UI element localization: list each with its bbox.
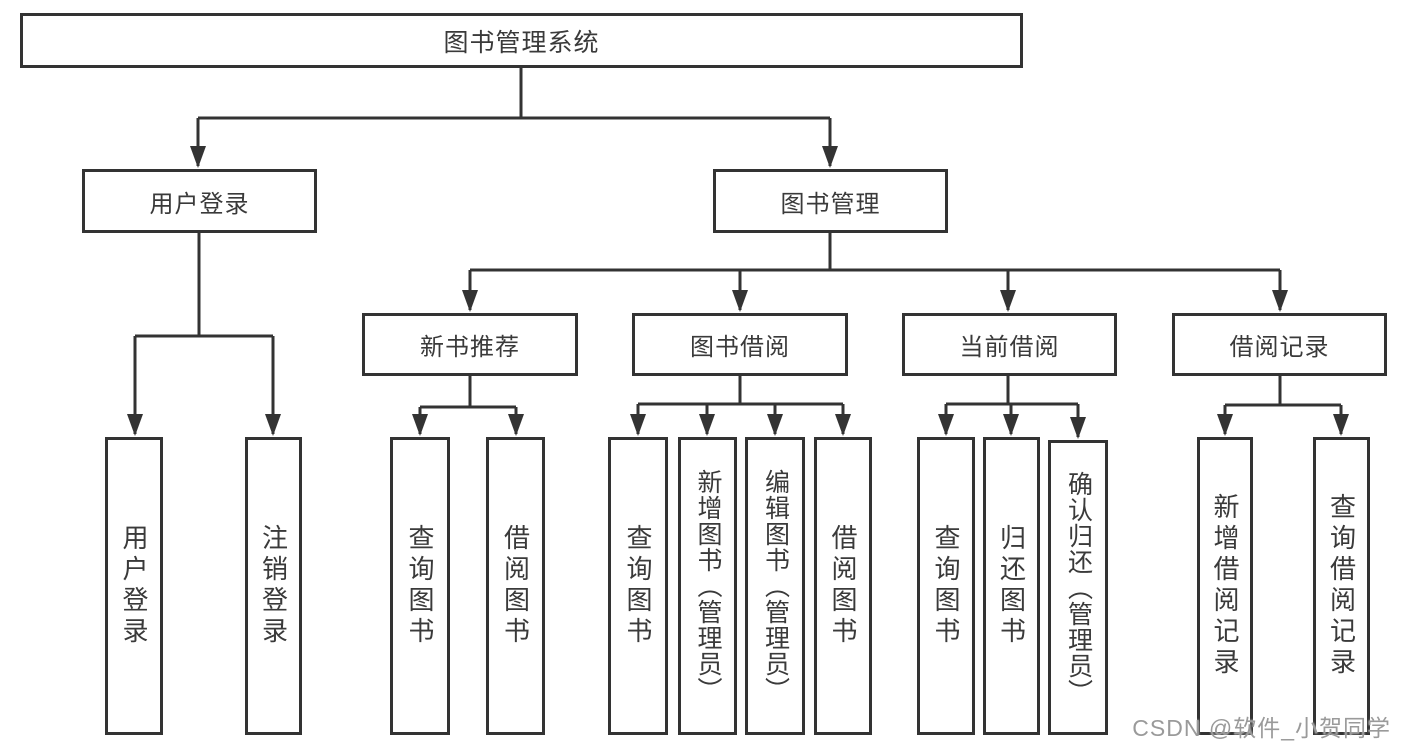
node-label: 查询图书 bbox=[931, 524, 961, 648]
leaf-user-login: 用户登录 bbox=[105, 437, 163, 735]
node-library-system: 图书管理系统 bbox=[20, 13, 1023, 68]
leaf-logout: 注销登录 bbox=[245, 437, 302, 735]
leaf-return-book: 归还图书 bbox=[983, 437, 1040, 735]
node-label: 图书管理 bbox=[780, 190, 881, 218]
leaf-add-book-admin: 新增图书（管理员） bbox=[678, 437, 737, 735]
node-current-borrowing: 当前借阅 bbox=[902, 313, 1117, 376]
node-label: 当前借阅 bbox=[959, 334, 1060, 361]
node-label: 确认归还（管理员） bbox=[1064, 470, 1093, 705]
leaf-confirm-return-admin: 确认归还（管理员） bbox=[1048, 440, 1108, 735]
node-label: 借阅图书 bbox=[500, 524, 531, 648]
csdn-watermark: CSDN @软件_小贺同学 bbox=[1132, 715, 1391, 741]
node-label: 查询图书 bbox=[623, 524, 653, 648]
node-book-management: 图书管理 bbox=[713, 169, 948, 233]
node-user-login: 用户登录 bbox=[82, 169, 317, 233]
leaf-borrow-book-b: 借阅图书 bbox=[814, 437, 872, 735]
node-label: 用户登录 bbox=[119, 524, 149, 648]
leaf-edit-book-admin: 编辑图书（管理员） bbox=[745, 437, 805, 735]
node-label: 注销登录 bbox=[258, 524, 289, 648]
leaf-query-borrow-record: 查询借阅记录 bbox=[1313, 437, 1370, 735]
leaf-query-book-a: 查询图书 bbox=[390, 437, 450, 735]
node-label: 查询借阅记录 bbox=[1326, 493, 1357, 679]
node-label: 归还图书 bbox=[996, 524, 1027, 648]
leaf-borrow-book-a: 借阅图书 bbox=[486, 437, 545, 735]
node-label: 编辑图书（管理员） bbox=[761, 469, 790, 703]
node-label: 图书借阅 bbox=[690, 334, 790, 361]
node-label: 图书管理系统 bbox=[443, 28, 600, 57]
node-label: 借阅图书 bbox=[828, 524, 858, 648]
node-book-borrowing: 图书借阅 bbox=[632, 313, 848, 376]
leaf-query-book-b: 查询图书 bbox=[608, 437, 668, 735]
node-label: 查询图书 bbox=[405, 524, 435, 648]
node-label: 用户登录 bbox=[149, 190, 250, 218]
node-label: 借阅记录 bbox=[1229, 334, 1330, 361]
leaf-add-borrow-record: 新增借阅记录 bbox=[1197, 437, 1253, 735]
node-label: 新增借阅记录 bbox=[1210, 493, 1240, 679]
node-label: 新书推荐 bbox=[420, 334, 520, 361]
node-borrowing-record: 借阅记录 bbox=[1172, 313, 1387, 376]
node-new-book-recommendation: 新书推荐 bbox=[362, 313, 578, 376]
leaf-query-book-c: 查询图书 bbox=[917, 437, 975, 735]
node-label: 新增图书（管理员） bbox=[694, 469, 722, 703]
